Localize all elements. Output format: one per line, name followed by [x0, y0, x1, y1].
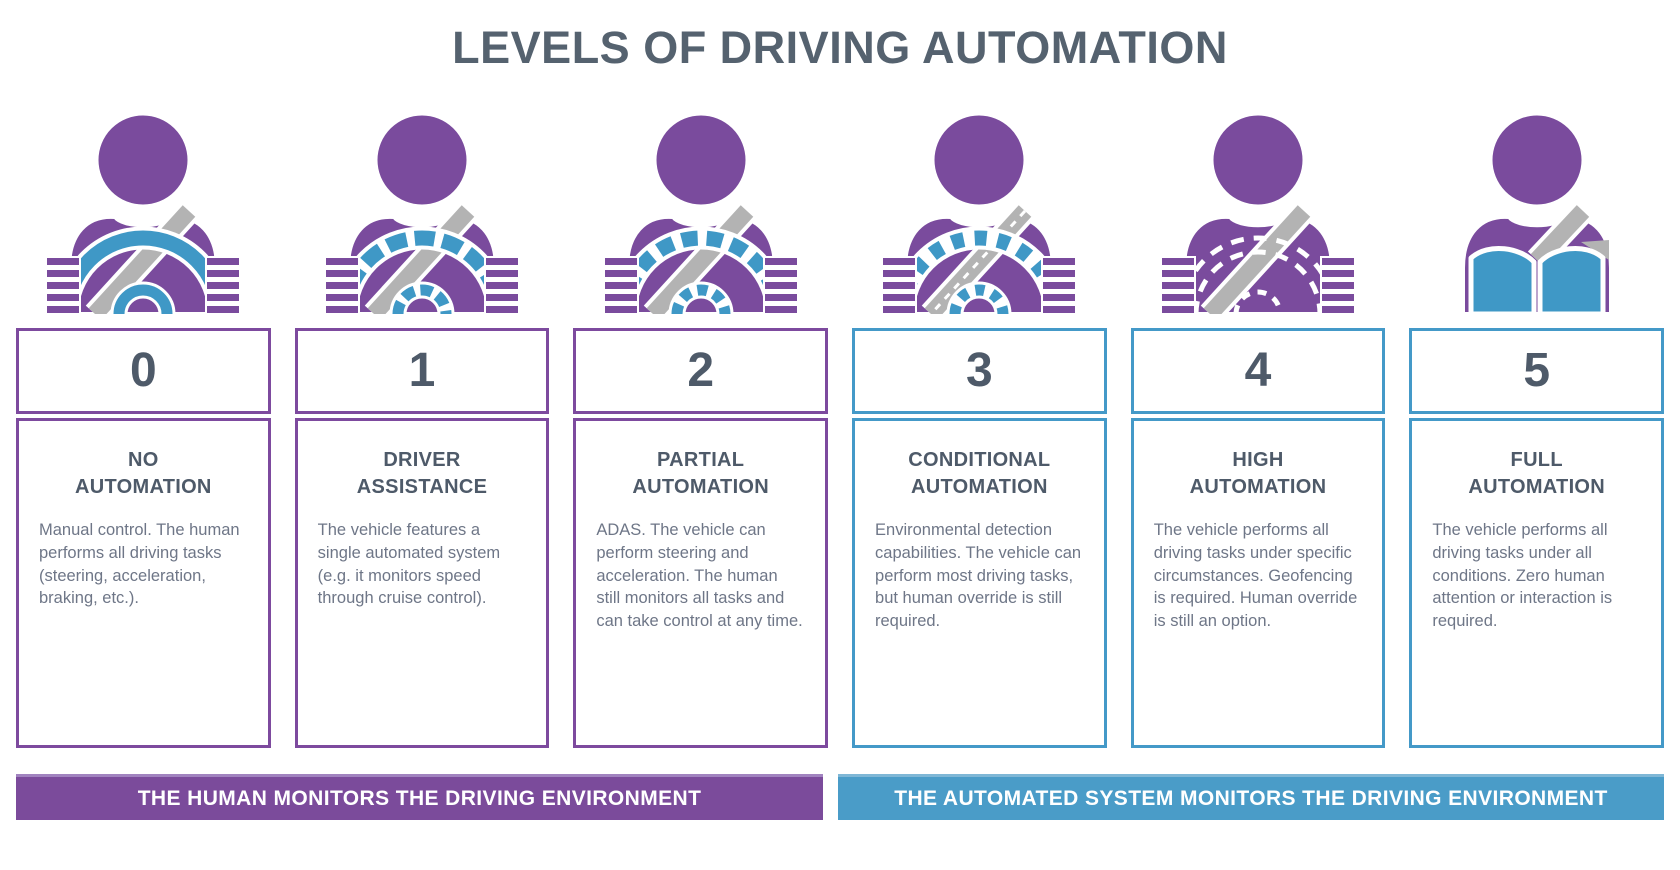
level-1-description: The vehicle features a single automated … — [317, 521, 501, 608]
level-cards-row: 0 NO AUTOMATION Manual control. The huma… — [0, 328, 1680, 748]
level-card-3: 3 CONDITIONAL AUTOMATION Environmental d… — [852, 328, 1107, 748]
level-card-1: 1 DRIVER ASSISTANCE The vehicle features… — [294, 328, 550, 748]
driver-hands-on-dashed-wheel-icon — [324, 110, 520, 314]
driver-icons-row — [0, 106, 1680, 314]
driver-ghost-wheel-icon — [1160, 110, 1357, 314]
level-3-description: Environmental detection capabilities. Th… — [875, 521, 1082, 631]
level-4-number-box: 4 — [1130, 328, 1386, 414]
level-2-description: ADAS. The vehicle can perform steering a… — [596, 521, 803, 631]
level-1-body-box: DRIVER ASSISTANCE The vehicle features a… — [294, 418, 550, 748]
level-card-5: 5 FULL AUTOMATION The vehicle performs a… — [1409, 328, 1665, 748]
level-3-body-box: CONDITIONAL AUTOMATION Environmental det… — [852, 418, 1107, 748]
level-4-body-box: HIGH AUTOMATION The vehicle performs all… — [1130, 418, 1386, 748]
level-4-description: The vehicle performs all driving tasks u… — [1153, 521, 1358, 631]
level-2-driver-icon — [573, 106, 828, 314]
level-0-title: NO AUTOMATION — [74, 449, 212, 498]
level-4-number: 4 — [1244, 344, 1272, 397]
level-5-body-box: FULL AUTOMATION The vehicle performs all… — [1409, 418, 1665, 748]
monitoring-banners-row: THE HUMAN MONITORS THE DRIVING ENVIRONME… — [0, 774, 1680, 820]
level-2-title: PARTIAL AUTOMATION — [632, 449, 770, 498]
level-card-4: 4 HIGH AUTOMATION The vehicle performs a… — [1130, 328, 1386, 748]
level-1-title: DRIVER ASSISTANCE — [356, 449, 488, 498]
level-5-description: The vehicle performs all driving tasks u… — [1432, 521, 1613, 631]
driver-dashed-wheel-dashed-belt-icon — [881, 110, 1078, 314]
level-4-driver-icon — [1131, 106, 1386, 314]
level-0-number-box: 0 — [16, 328, 271, 414]
level-1-number-box: 1 — [294, 328, 550, 414]
level-card-2: 2 PARTIAL AUTOMATION ADAS. The vehicle c… — [573, 328, 829, 748]
level-5-passenger-icon — [1409, 106, 1664, 314]
level-4-title: HIGH AUTOMATION — [1189, 449, 1327, 498]
level-card-0: 0 NO AUTOMATION Manual control. The huma… — [16, 328, 271, 748]
level-5-number-box: 5 — [1409, 328, 1665, 414]
level-0-driver-icon — [16, 106, 271, 314]
level-3-number: 3 — [966, 344, 993, 397]
level-0-number: 0 — [129, 344, 157, 397]
level-3-number-box: 3 — [852, 328, 1107, 414]
human-monitors-banner: THE HUMAN MONITORS THE DRIVING ENVIRONME… — [16, 774, 823, 820]
level-3-title: CONDITIONAL AUTOMATION — [908, 449, 1051, 498]
passenger-reading-book-icon — [1460, 110, 1613, 314]
level-2-number-box: 2 — [573, 328, 829, 414]
level-1-driver-icon — [295, 106, 550, 314]
level-0-description: Manual control. The human performs all d… — [39, 521, 240, 608]
driver-hands-on-dashed-wheel-icon — [602, 110, 799, 314]
level-5-title: FULL AUTOMATION — [1468, 449, 1606, 498]
level-3-driver-icon — [852, 106, 1107, 314]
automated-system-monitors-banner: THE AUTOMATED SYSTEM MONITORS THE DRIVIN… — [838, 774, 1664, 820]
driver-hands-on-solid-wheel-icon — [45, 110, 242, 314]
level-1-number: 1 — [408, 344, 436, 397]
level-0-body-box: NO AUTOMATION Manual control. The human … — [16, 418, 271, 748]
level-2-number: 2 — [687, 344, 715, 397]
level-2-body-box: PARTIAL AUTOMATION ADAS. The vehicle can… — [573, 418, 829, 748]
page-title: LEVELS OF DRIVING AUTOMATION — [452, 22, 1228, 73]
level-5-number: 5 — [1523, 344, 1551, 397]
